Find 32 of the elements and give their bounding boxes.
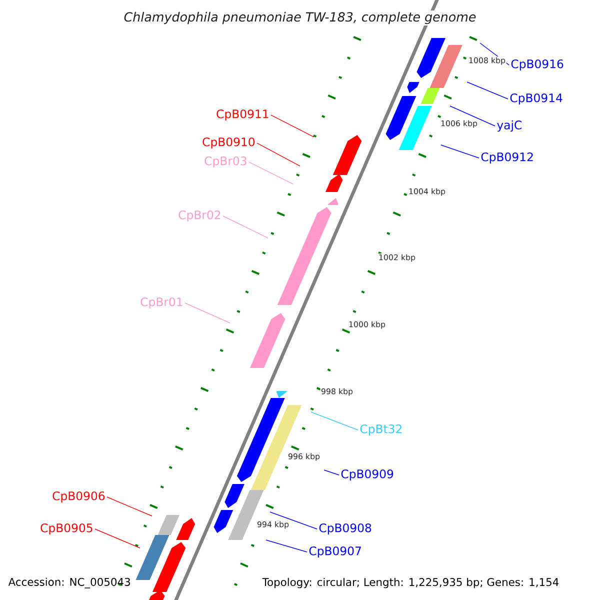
leader-line [94,528,140,548]
gene-label: CpB0909 [341,469,394,481]
gene-label: CpBr01 [140,297,182,309]
leader-line [222,216,268,238]
gene-label: CpBr02 [178,210,220,222]
gene-label: yajC [497,120,522,132]
leader-line [466,82,508,100]
gene-label: CpB0914 [510,93,562,105]
gene-label: CpB0910 [202,137,255,149]
leader-line [270,512,318,530]
leader-line [106,496,152,516]
gene-label: CpB0905 [40,523,92,535]
leader-line [248,162,294,184]
leader-line [270,114,314,138]
info-text: Topology: circular; Length: 1,225,935 bp; Genes: 1,154 [262,578,559,588]
leader-line [440,144,480,158]
leader-line [324,470,340,476]
gene-label: CpB0916 [511,59,564,71]
gene-label: CpB0907 [309,546,361,558]
gene-label: CpBt32 [360,424,402,436]
info-text: Accession: NC_005043 [8,578,130,588]
gene-label: CpBr03 [204,156,246,168]
leader-line [266,540,308,552]
gene-label: CpB0906 [52,491,105,503]
leader-line [450,106,496,126]
leader-line [256,142,300,166]
title: Chlamydophila pneumoniae TW-183, complete genome [122,10,478,26]
leader-line [310,412,358,430]
gene-label: CpB0912 [481,152,533,164]
gene-label: CpB0908 [319,523,372,535]
gene-label: CpB0911 [216,109,268,121]
leader-line [184,302,230,324]
